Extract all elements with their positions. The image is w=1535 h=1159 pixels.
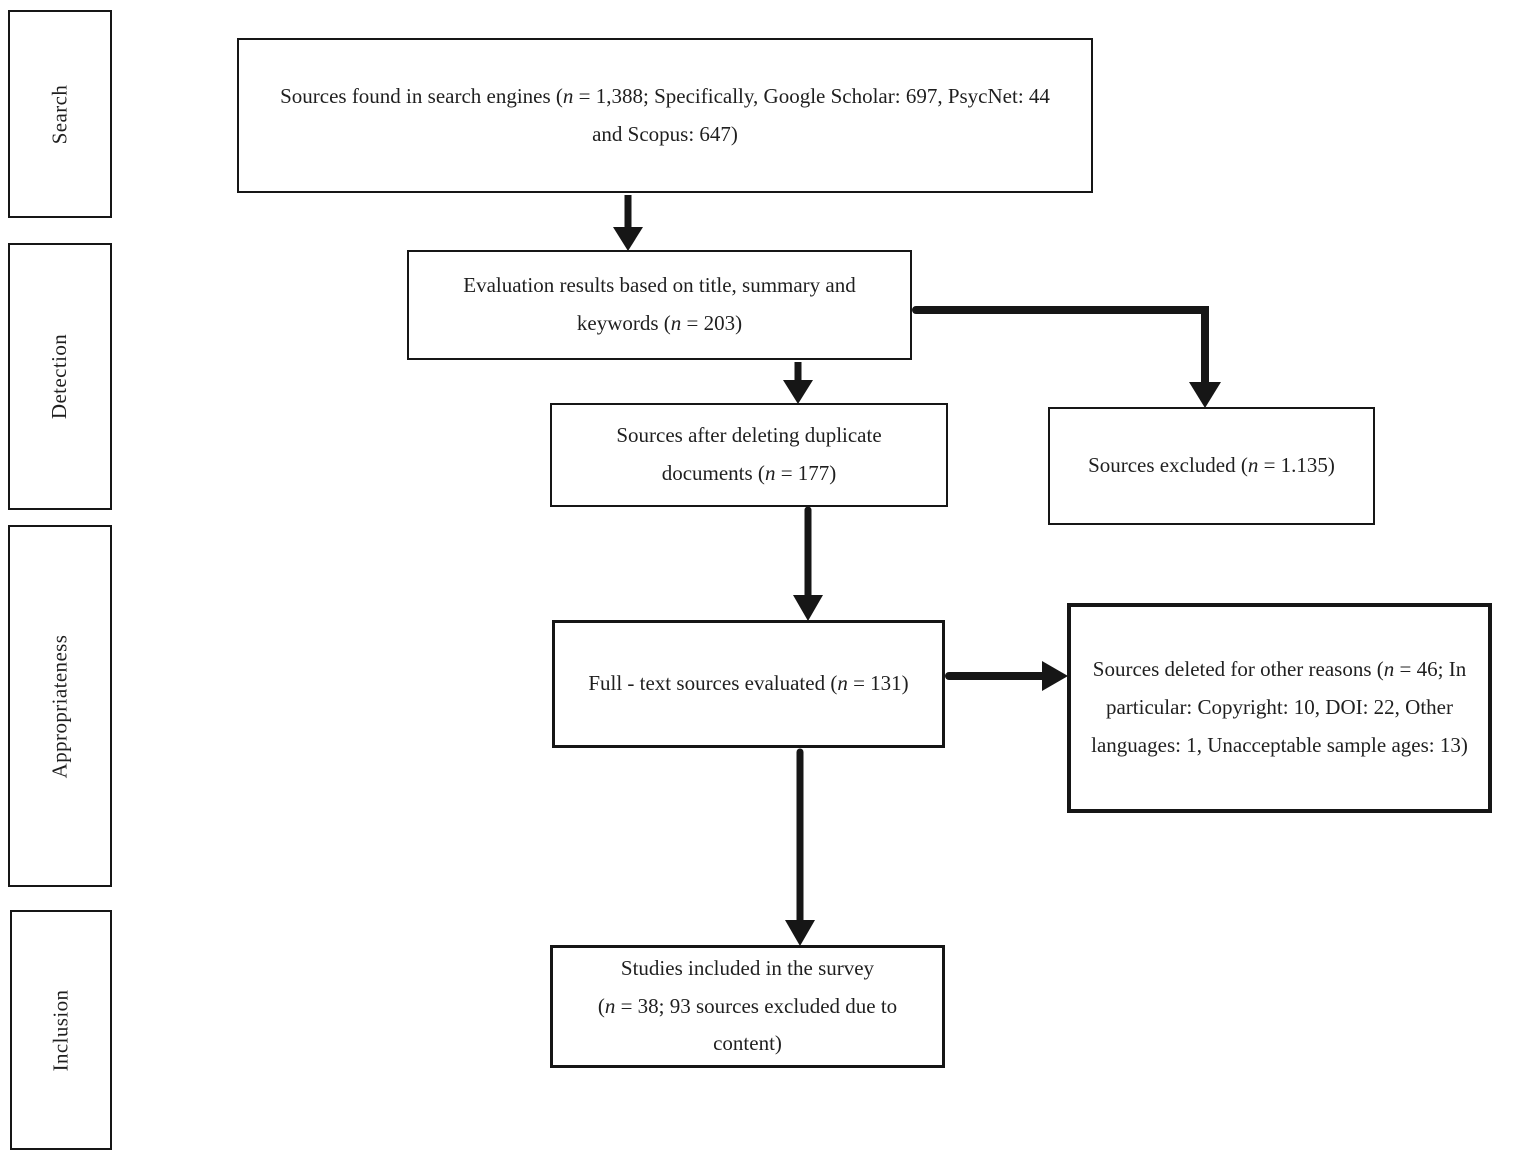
arrow-found-to-evaluation <box>613 195 643 251</box>
node-deleted-other-reasons: Sources deleted for other reasons (n = 4… <box>1067 603 1492 813</box>
node-sources-found: Sources found in search engines (n = 1,3… <box>237 38 1093 193</box>
node-fulltext-evaluated-text: Full - text sources evaluated (n = 131) <box>588 671 909 696</box>
node-fulltext-evaluated: Full - text sources evaluated (n = 131) <box>552 620 945 748</box>
arrow-dedup-to-fulltext <box>793 506 823 621</box>
stage-inclusion: Inclusion <box>10 910 112 1150</box>
node-studies-included: Studies included in the survey(n = 38; 9… <box>550 945 945 1068</box>
stage-search-label: Search <box>47 84 72 144</box>
arrow-evaluation-to-dedup <box>783 362 813 404</box>
arrow-fulltext-to-included <box>785 748 815 946</box>
stage-search: Search <box>8 10 112 218</box>
node-evaluation-results-text: Evaluation results based on title, summa… <box>463 273 856 335</box>
arrow-evaluation-to-excluded <box>912 306 1221 408</box>
stage-detection: Detection <box>8 243 112 510</box>
stage-inclusion-label: Inclusion <box>48 989 73 1071</box>
node-after-dedup-text: Sources after deleting duplicate documen… <box>616 423 882 485</box>
node-after-dedup: Sources after deleting duplicate documen… <box>550 403 948 507</box>
node-sources-found-text: Sources found in search engines (n = 1,3… <box>280 83 1050 146</box>
stage-appropriateness-label: Appropriateness <box>47 634 72 778</box>
node-studies-included-text: Studies included in the survey(n = 38; 9… <box>597 955 898 1056</box>
stage-appropriateness: Appropriateness <box>8 525 112 887</box>
node-sources-excluded: Sources excluded (n = 1.135) <box>1048 407 1375 525</box>
node-evaluation-results: Evaluation results based on title, summa… <box>407 250 912 360</box>
node-deleted-other-reasons-text: Sources deleted for other reasons (n = 4… <box>1091 657 1468 757</box>
arrow-fulltext-to-deleted-other <box>945 661 1068 691</box>
node-sources-excluded-text: Sources excluded (n = 1.135) <box>1088 453 1335 478</box>
stage-detection-label: Detection <box>47 333 72 420</box>
